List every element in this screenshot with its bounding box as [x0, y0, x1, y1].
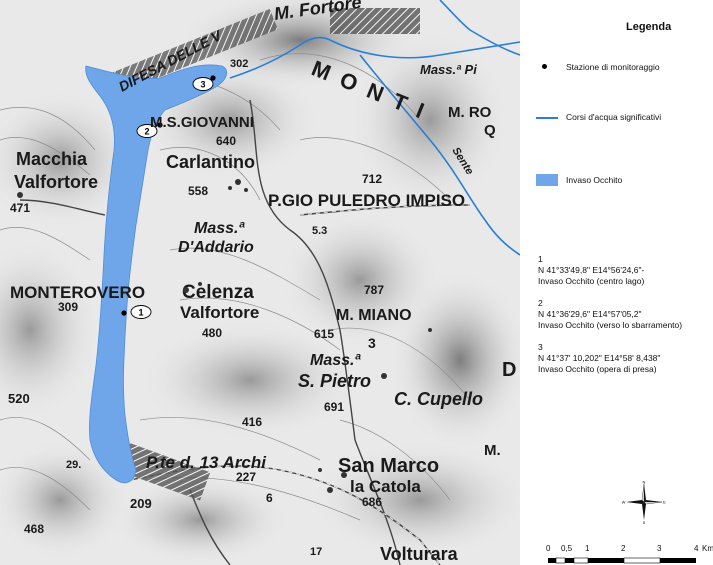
compass-w: W — [622, 500, 626, 505]
compass-s: S — [643, 520, 646, 524]
label-q: Q — [484, 122, 496, 139]
elev-209: 209 — [130, 496, 152, 511]
elev-6: 6 — [266, 491, 273, 505]
label-ponte-13-archi: P.te d. 13 Archi — [146, 453, 267, 472]
station-marker-1[interactable]: 1 — [121, 305, 152, 319]
elev-686: 686 — [362, 495, 382, 509]
elev-3: 3 — [368, 335, 376, 351]
label-mass-addario: Mass.ª — [194, 220, 245, 237]
scale-tick-4: 4 — [694, 544, 699, 553]
scale-tick-05: 0,5 — [561, 544, 573, 553]
station-label-3: 3 — [200, 80, 205, 90]
compass-n: N — [643, 480, 646, 485]
legend-station-3-desc: Invaso Occhito (opera di presa) — [538, 364, 657, 374]
label-m-fragment: M. — [484, 442, 501, 459]
label-san-pietro: S. Pietro — [298, 371, 371, 391]
elev-416: 416 — [242, 415, 262, 429]
legend-station-2: 2 N 41°36'29,6" E14°57'05,2" Invaso Occh… — [538, 298, 682, 331]
label-celenza: Celenza — [182, 282, 254, 303]
label-macchia: Macchia — [16, 149, 88, 169]
label-monterovero: MONTEROVERO — [10, 283, 145, 302]
compass-e: E — [663, 500, 666, 505]
legend-station-1: 1 N 41°33'49,8" E14°56'24,6"- Invaso Occ… — [538, 254, 644, 287]
elevation-labels: 302 640 558 712 471 309 480 615 787 691 … — [8, 58, 384, 558]
elev-471: 471 — [10, 201, 30, 215]
station-label-2: 2 — [144, 127, 149, 137]
label-m-ro: M. RO — [448, 104, 492, 121]
compass-rose-icon: N S E W — [622, 480, 666, 524]
scale-tick-1: 1 — [585, 544, 590, 553]
elev-29: 29. — [66, 459, 81, 471]
legend-station-2-coords: N 41°36'29,6" E14°57'05,2" — [538, 309, 642, 319]
scale-bar-segments — [548, 557, 696, 564]
scale-tick-2: 2 — [621, 544, 626, 553]
label-d-fragment: D — [502, 359, 516, 381]
elev-468: 468 — [24, 522, 44, 536]
legend-station-1-number: 1 — [538, 254, 543, 264]
label-puledro-impiso: P.GIO PULEDRO IMPISO — [268, 191, 465, 210]
label-c-cupello: C. Cupello — [394, 389, 483, 409]
elev-691: 691 — [324, 400, 344, 414]
scale-tick-0: 0 — [546, 544, 551, 553]
label-valfortore-north: Valfortore — [14, 172, 98, 192]
label-daddario: D'Addario — [178, 239, 254, 256]
legend-station-3: 3 N 41°37' 10,202" E14°58' 8,438" Invaso… — [538, 342, 660, 375]
road-number-17: 17 — [310, 546, 322, 558]
elev-227: 227 — [236, 470, 256, 484]
legend-station-1-coords: N 41°33'49,8" E14°56'24,6"- — [538, 265, 645, 275]
legend-item-reservoir: Invaso Occhito — [566, 175, 623, 185]
label-la-catola: la Catola — [350, 477, 421, 496]
station-label-1: 1 — [138, 308, 143, 318]
forest-hatch-north — [112, 8, 278, 94]
reservoir-patch-icon — [536, 174, 558, 186]
legend-station-3-coords: N 41°37' 10,202" E14°58' 8,438" — [538, 353, 661, 363]
scale-unit: Km — [702, 544, 713, 553]
station-marker-2[interactable]: 2 — [136, 122, 163, 138]
map-legend: Legenda Stazione di monitoraggio Corsi d… — [522, 0, 713, 565]
river-line-icon — [536, 117, 558, 119]
settlement-dots — [17, 179, 432, 493]
elev-520: 520 — [8, 391, 30, 406]
topographic-map[interactable]: 1 2 3 DIFESA DELLE V M. Fortore Mass.ª P… — [0, 0, 520, 565]
elev-5-3: 5.3 — [312, 225, 327, 237]
elev-558: 558 — [188, 184, 208, 198]
elev-712: 712 — [362, 172, 382, 186]
station-dot-icon — [542, 64, 547, 69]
label-mass-pietro: Mass.ª — [310, 352, 361, 369]
label-carlantino: Carlantino — [166, 152, 255, 172]
legend-item-rivers: Corsi d'acqua significativi — [566, 112, 662, 122]
forest-hatch-dam — [115, 441, 211, 501]
elev-787: 787 — [364, 283, 384, 297]
legend-station-3-number: 3 — [538, 342, 543, 352]
label-monte-miano: M. MIANO — [336, 307, 412, 324]
map-canvas: 1 2 3 DIFESA DELLE V M. Fortore Mass.ª P… — [0, 0, 520, 565]
legend-station-2-number: 2 — [538, 298, 543, 308]
label-volturara: Volturara — [380, 544, 459, 564]
elev-615: 615 — [314, 327, 334, 341]
elev-302: 302 — [230, 58, 248, 70]
label-san-marco: San Marco — [338, 455, 439, 477]
legend-station-2-desc: Invaso Occhito (verso lo sbarramento) — [538, 320, 683, 330]
forest-hatch-fortore — [330, 8, 420, 34]
invaso-occhito-reservoir[interactable] — [85, 64, 228, 484]
station-marker-3[interactable]: 3 — [192, 75, 216, 91]
elev-480: 480 — [202, 326, 222, 340]
label-monte-san-giovanni: M.S.GIOVANNI — [150, 114, 254, 131]
label-mass-pi: Mass.ª Pi — [420, 62, 477, 77]
elev-309: 309 — [58, 300, 78, 314]
label-valfortore-south: Valfortore — [180, 303, 259, 322]
elev-640: 640 — [216, 134, 236, 148]
legend-item-stations: Stazione di monitoraggio — [566, 62, 660, 72]
legend-station-1-desc: Invaso Occhito (centro lago) — [538, 276, 645, 286]
scale-tick-3: 3 — [657, 544, 662, 553]
legend-title: Legenda — [626, 21, 672, 33]
rivers — [229, 0, 520, 256]
scale-bar: 0 0,5 1 2 3 4 Km — [546, 544, 713, 565]
